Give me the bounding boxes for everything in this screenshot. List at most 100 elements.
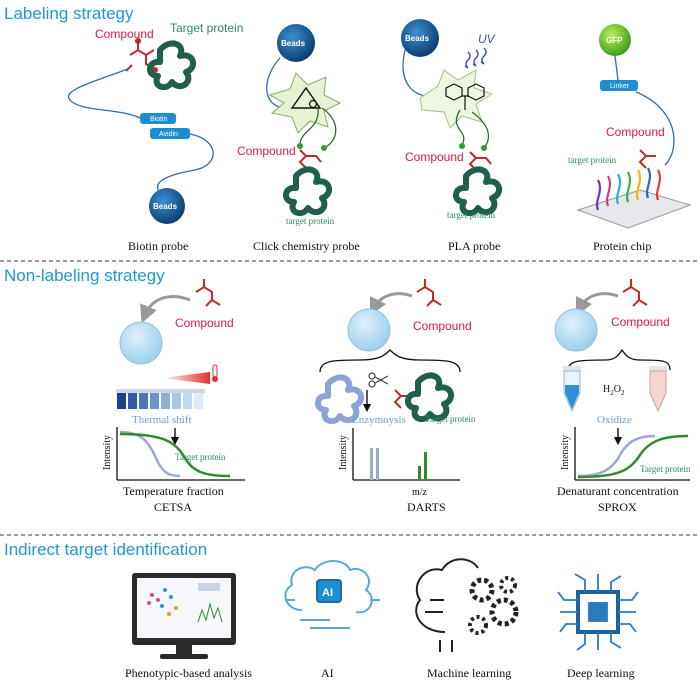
bead-label: Beads	[281, 39, 306, 48]
click-probe-diagram: Beads Compound target protein Click chem…	[237, 24, 360, 253]
gfp-icon	[599, 24, 631, 56]
caption-pla-probe: PLA probe	[448, 239, 500, 253]
cell-icon	[347, 308, 391, 352]
gfp-label: GFP	[606, 36, 623, 45]
section-title-non-labeling: Non-labeling strategy	[4, 266, 165, 285]
scissors-icon	[368, 372, 389, 388]
avidin-tag	[150, 128, 190, 139]
compound-label: Compound	[611, 315, 670, 329]
tube-icon	[563, 366, 581, 413]
target-protein-label: Target protein	[640, 464, 691, 474]
caption-biotin-probe: Biotin probe	[128, 239, 188, 253]
epoxide-icon	[290, 86, 322, 109]
compound-label: Compound	[413, 319, 472, 333]
protein-icon	[147, 40, 197, 91]
caption-protein-chip: Protein chip	[593, 239, 651, 253]
thermal-shift-label: Thermal shift	[132, 414, 192, 426]
ai-brain-icon	[284, 560, 380, 629]
control-curve	[119, 430, 181, 478]
reaction-burst-icon	[268, 72, 342, 134]
protein-icon	[283, 166, 333, 217]
linker-chain	[299, 107, 337, 149]
compound-molecule-icon	[298, 149, 322, 169]
linker-chain	[455, 109, 490, 149]
cetsa-diagram: Compound Thermal shift Intensity Target …	[102, 279, 245, 514]
caption-sprox: SPROX	[598, 500, 637, 514]
tube-icon	[649, 366, 667, 413]
bead-label: Beads	[405, 34, 430, 43]
compound-label: Compound	[405, 150, 464, 164]
target-protein-label: target protein	[286, 216, 335, 226]
linker-label: Linker	[610, 83, 630, 90]
target-protein-label: target protein	[568, 155, 617, 165]
caption-deep-learning: Deep learning	[567, 666, 635, 680]
benzophenone-icon	[445, 83, 485, 110]
thermometer-icon	[212, 364, 218, 382]
cell-icon	[554, 308, 598, 352]
compound-label: Compound	[606, 125, 665, 139]
sprox-diagram: Compound H2O2 Oxidize Intensity Target p…	[554, 279, 691, 514]
target-protein-label: Target protein	[175, 452, 226, 462]
target-protein-label: Target protein	[425, 414, 476, 424]
control-curve	[577, 434, 656, 478]
y-axis-label: Intensity	[338, 435, 349, 470]
linker-chain	[67, 67, 141, 119]
ai-chip-label: AI	[322, 587, 333, 599]
pla-probe-diagram: Beads UV Compound target protein PLA pro…	[401, 19, 503, 253]
compound-label: Compound	[95, 27, 154, 41]
compound-label: Compound	[237, 144, 296, 158]
darts-diagram: Compound Enzymoysis Target protein Inten…	[315, 279, 476, 514]
protein-chip-diagram: GFP Linker Compound target protein Prote…	[568, 24, 692, 253]
oxidize-label: Oxidize	[597, 414, 632, 426]
caption-cetsa: CETSA	[154, 500, 192, 514]
target-curve	[577, 434, 689, 479]
enzymolysis-label: Enzymoysis	[352, 414, 406, 426]
bead-icon	[401, 19, 439, 57]
protein-icon	[405, 372, 455, 423]
bead-icon	[149, 188, 185, 224]
y-axis-label: Intensity	[560, 435, 571, 470]
monitor-icon	[132, 573, 236, 659]
compound-molecule-icon	[195, 279, 221, 307]
section-title-labeling: Labeling strategy	[4, 4, 134, 23]
denaturant-concentration-label: Denaturant concentration	[557, 484, 679, 498]
caption-ai: AI	[321, 666, 334, 680]
mz-label: m/z	[412, 487, 428, 498]
compound-molecule-icon	[468, 151, 492, 171]
protein-icon	[453, 166, 503, 217]
bead-label: Beads	[153, 202, 178, 211]
target-protein-label: Target protein	[170, 21, 243, 35]
avidin-label: Avidin	[159, 131, 178, 138]
biotin-probe-diagram: Compound Target protein Biotin Avidin Be…	[67, 21, 243, 253]
chip-slide-icon	[576, 189, 692, 229]
biotin-tag	[140, 113, 176, 124]
biotin-label: Biotin	[150, 116, 168, 123]
section-title-indirect: Indirect target identification	[4, 540, 207, 559]
caption-phenotypic: Phenotypic-based analysis	[125, 666, 252, 680]
target-protein-label: target protein	[447, 210, 496, 220]
split-brace	[567, 348, 671, 371]
chip-circuit-icon	[557, 573, 639, 651]
compound-molecule-icon	[125, 38, 158, 73]
temperature-fraction-label: Temperature fraction	[123, 484, 224, 498]
compound-molecule-icon	[416, 279, 442, 307]
protein-icon	[315, 374, 365, 425]
tube-row-icon	[116, 389, 205, 409]
gear-brain-icon	[415, 558, 519, 652]
y-axis-label: Intensity	[102, 435, 113, 470]
split-brace	[319, 349, 461, 373]
target-curve	[119, 432, 231, 478]
compound-label: Compound	[175, 316, 234, 330]
uv-light-icon	[464, 47, 487, 69]
caption-darts: DARTS	[407, 500, 446, 514]
cell-icon	[119, 321, 163, 365]
caption-machine-learning: Machine learning	[427, 666, 511, 680]
linker-chain	[157, 133, 214, 196]
compound-molecule-icon	[638, 149, 656, 169]
flow-arrow	[369, 292, 413, 317]
protein-strands-icon	[595, 167, 662, 211]
flow-arrow	[575, 292, 619, 317]
compound-molecule-icon	[622, 279, 648, 307]
uv-label: UV	[478, 32, 496, 46]
